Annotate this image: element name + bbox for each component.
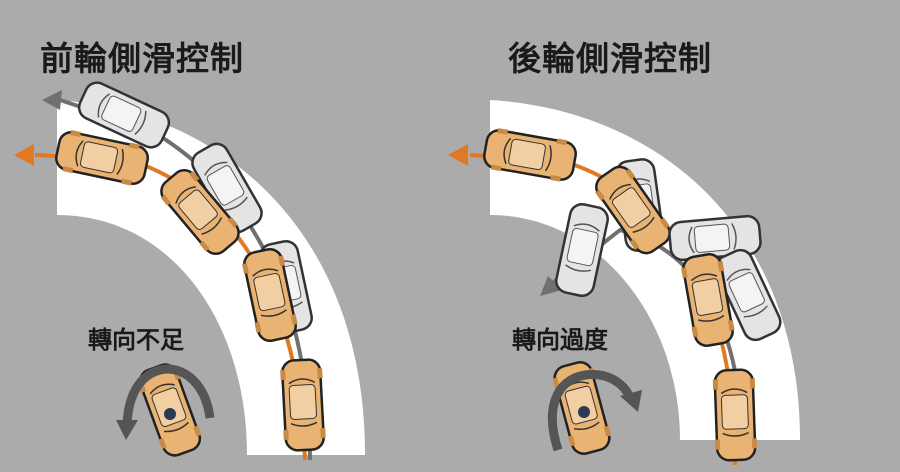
rotation-arrow-head	[116, 420, 138, 440]
label-understeer: 轉向不足	[88, 326, 184, 354]
gray-arrow-head-left	[42, 90, 62, 110]
title-front-wheel-skid-control: 前輪側滑控制	[40, 39, 244, 78]
gray-arrow-head-right	[540, 276, 562, 296]
road-right	[490, 100, 800, 440]
orange-arrow-head-left	[14, 144, 34, 166]
title-rear-wheel-skid-control: 後輪側滑控制	[508, 39, 712, 78]
car-controlled	[278, 357, 328, 453]
orange-arrow-head-right	[448, 144, 468, 166]
steering-wheel-icon	[164, 408, 176, 420]
label-oversteer: 轉向過度	[512, 326, 608, 354]
rotation-arrow-head	[620, 390, 642, 412]
car-controlled	[711, 368, 759, 462]
rotation-arrow-oversteer	[547, 370, 635, 452]
steering-wheel-icon	[578, 406, 590, 418]
rotation-arrow-understeer	[122, 364, 215, 426]
